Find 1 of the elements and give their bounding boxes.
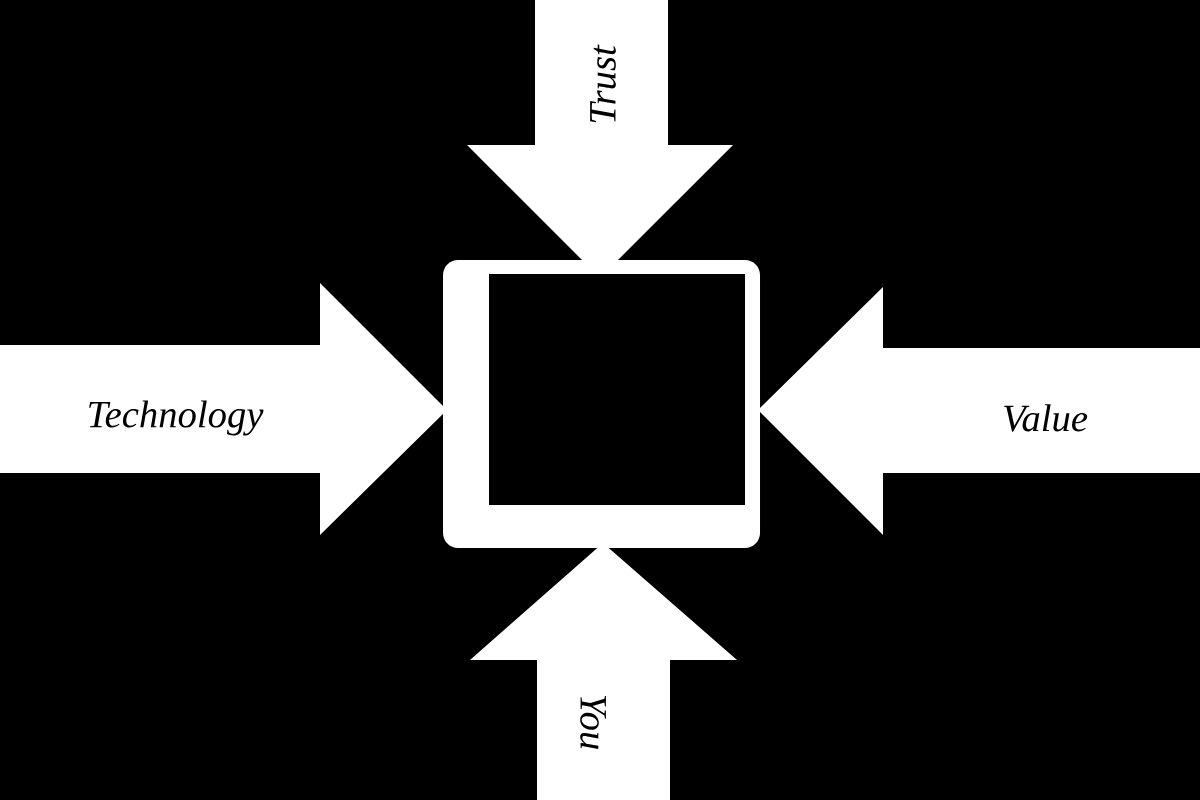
frame-box [443, 260, 760, 548]
